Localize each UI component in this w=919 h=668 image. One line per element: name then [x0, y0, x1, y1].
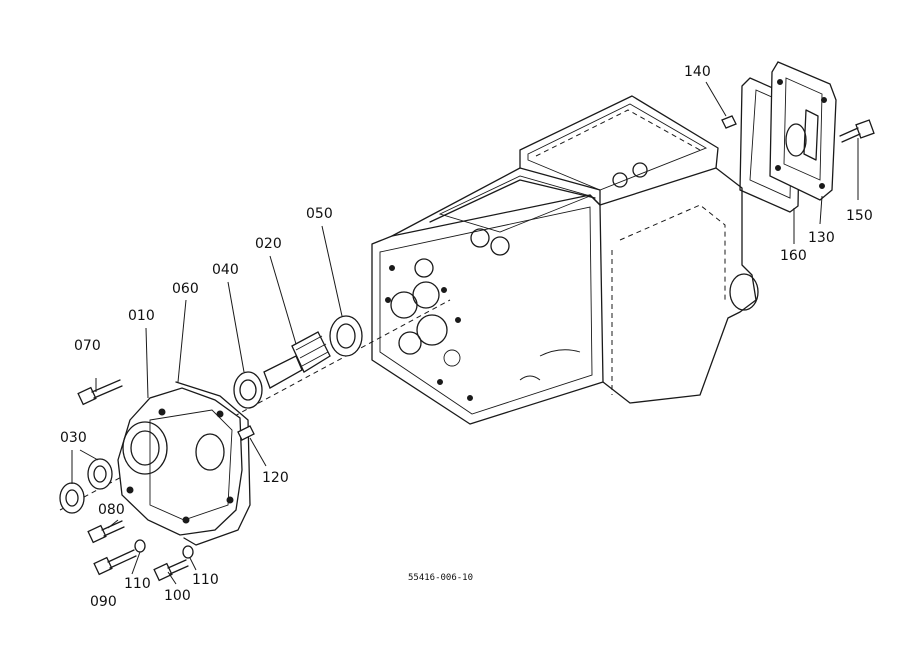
bearing-050 — [329, 315, 363, 357]
callout-160: 160 — [780, 248, 807, 264]
callout-060: 060 — [172, 281, 199, 297]
bearing-040 — [233, 371, 263, 409]
callout-110a: 110 — [124, 576, 151, 592]
bolt-150 — [839, 119, 875, 143]
callout-labels: 070 010 060 040 020 050 030 080 090 110 … — [60, 64, 873, 610]
callout-040: 040 — [212, 262, 239, 278]
transmission-case — [371, 95, 759, 425]
bolt-070 — [77, 379, 123, 406]
reference-code: 55416-006-10 — [408, 573, 473, 583]
dowel-pin-120 — [237, 425, 255, 441]
callout-010: 010 — [128, 308, 155, 324]
bolt-080 — [87, 520, 125, 544]
washer-110a — [134, 539, 146, 553]
callout-020: 020 — [255, 236, 282, 252]
callout-100: 100 — [164, 588, 191, 604]
callout-080: 080 — [98, 502, 125, 518]
callout-140: 140 — [684, 64, 711, 80]
input-shaft-gear — [263, 331, 331, 389]
bolt-100 — [153, 559, 189, 582]
washer-110b — [182, 545, 194, 559]
callout-150: 150 — [846, 208, 873, 224]
callout-090: 090 — [90, 594, 117, 610]
dowel-pin-140 — [721, 115, 737, 129]
callout-120: 120 — [262, 470, 289, 486]
leader-lines — [71, 81, 859, 585]
front-cover — [117, 387, 243, 536]
front-gasket — [175, 381, 251, 546]
oil-seal-outer — [59, 482, 85, 514]
callout-110b: 110 — [192, 572, 219, 588]
callout-050: 050 — [306, 206, 333, 222]
callout-070: 070 — [74, 338, 101, 354]
side-cover — [769, 61, 837, 201]
bolt-090 — [93, 549, 137, 576]
callout-130: 130 — [808, 230, 835, 246]
oil-seal-inner — [87, 458, 113, 490]
callout-030: 030 — [60, 430, 87, 446]
